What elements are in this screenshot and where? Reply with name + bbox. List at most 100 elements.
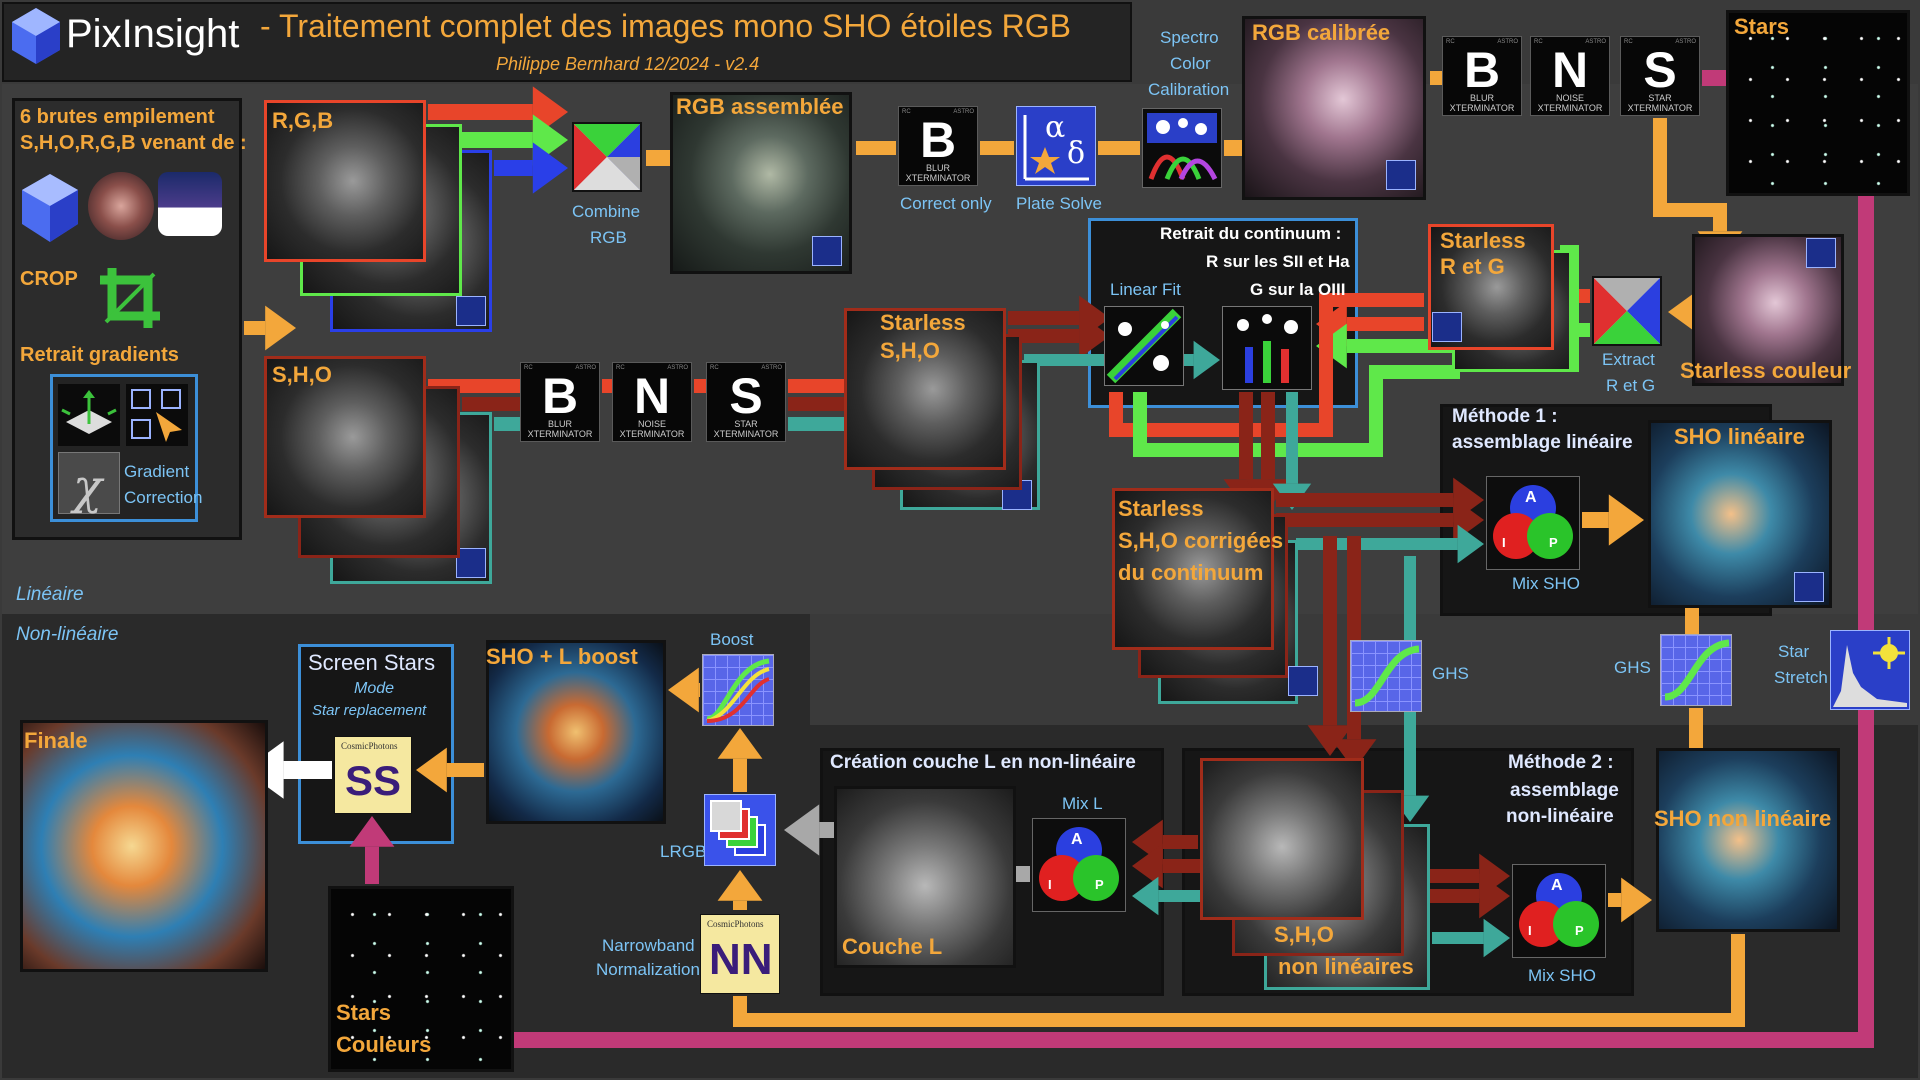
corrigees-label-3: du continuum bbox=[1118, 560, 1264, 585]
rgb-frame-front bbox=[264, 100, 426, 262]
continuum-title-3: G sur la OIII bbox=[1250, 280, 1346, 299]
boost-icon bbox=[702, 654, 774, 726]
histogram-icon bbox=[812, 236, 842, 266]
methode1-title-1: Méthode 1 : bbox=[1452, 406, 1558, 427]
sho-l-boost-label: SHO + L boost bbox=[486, 644, 638, 669]
flow-arrow bbox=[416, 747, 484, 793]
histogram-icon bbox=[1806, 238, 1836, 268]
finale-image bbox=[20, 720, 268, 972]
inputs-arrow bbox=[244, 305, 296, 351]
sho-frame-label: S,H,O bbox=[272, 362, 332, 387]
corrigees-label-1: Starless bbox=[1118, 496, 1204, 521]
screen-stars-replacement: Star replacement bbox=[312, 702, 427, 719]
sho-nl-label-1: S,H,O bbox=[1274, 922, 1334, 947]
astro-source-icon bbox=[88, 172, 154, 240]
flow-arrow bbox=[668, 667, 700, 713]
spectro-label-3: Calibration bbox=[1148, 80, 1230, 99]
finale-label: Finale bbox=[24, 728, 88, 753]
spectro-calibration-icon bbox=[1142, 108, 1222, 188]
histogram-icon bbox=[456, 296, 486, 326]
rgb-frame-label: R,G,B bbox=[272, 108, 334, 133]
screen-stars-mode: Mode bbox=[354, 680, 395, 697]
flow-line bbox=[733, 934, 1745, 1027]
gradient-correction-label-1: Gradient bbox=[124, 462, 190, 481]
svg-text:α: α bbox=[1045, 110, 1065, 145]
continuum-title-1: Retrait du continuum : bbox=[1160, 224, 1342, 243]
inputs-title-1: 6 brutes empilement bbox=[20, 106, 215, 128]
b-arrow bbox=[494, 142, 568, 194]
histogram-icon bbox=[1288, 666, 1318, 696]
combine-label-2: RGB bbox=[590, 228, 627, 247]
page-title: - Traitement complet des images mono SHO… bbox=[260, 8, 1071, 44]
stars-couleurs-label-2: Couleurs bbox=[336, 1032, 432, 1057]
flow-arrow bbox=[1432, 918, 1510, 958]
flow-line bbox=[1109, 293, 1424, 437]
svg-text:χ: χ bbox=[70, 459, 105, 515]
star-stretch-label-1: Star bbox=[1778, 642, 1810, 661]
mix-sho-1-label: Mix SHO bbox=[1512, 574, 1580, 593]
pixinsight-logo-icon bbox=[10, 6, 62, 66]
starless-sho-front bbox=[844, 308, 1006, 470]
svg-text:δ: δ bbox=[1067, 136, 1085, 171]
sho-non-lineaire-image bbox=[1656, 748, 1840, 932]
crop-label: CROP bbox=[20, 268, 78, 290]
sho-nl-label-2: non linéaires bbox=[1278, 954, 1414, 979]
correct-only-label: Correct only bbox=[900, 194, 992, 213]
dbe-icon bbox=[126, 384, 188, 446]
ghs-icon bbox=[1350, 640, 1422, 712]
stars-image bbox=[1726, 10, 1910, 196]
screen-stars-title: Screen Stars bbox=[308, 650, 436, 675]
methode2-title-3: non-linéaire bbox=[1506, 806, 1614, 827]
flow-arrow bbox=[1132, 819, 1198, 865]
starless-rg-label-2: R et G bbox=[1440, 254, 1505, 279]
crop-icon bbox=[96, 264, 164, 332]
flow-arrow bbox=[1296, 524, 1484, 564]
flow-arrow bbox=[717, 870, 763, 910]
mix-sho-2-label: Mix SHO bbox=[1528, 966, 1596, 985]
nn-label-1: Narrowband bbox=[602, 936, 695, 955]
non-lineaire-label: Non-linéaire bbox=[16, 624, 119, 645]
flow-arrow bbox=[784, 804, 840, 856]
nn-label-2: Normalization bbox=[596, 960, 700, 979]
pixinsight-source-icon bbox=[20, 172, 80, 244]
spectro-label-1: Spectro bbox=[1160, 28, 1219, 47]
methode2-title-1: Méthode 2 : bbox=[1508, 752, 1614, 773]
abe-icon bbox=[58, 384, 120, 446]
combine-label-1: Combine bbox=[572, 202, 641, 221]
stars-label: Stars bbox=[1734, 14, 1790, 39]
histogram-icon bbox=[1386, 160, 1416, 190]
stars-couleurs-label-1: Stars bbox=[336, 1000, 392, 1025]
continuum-subtraction-icon bbox=[1222, 306, 1312, 390]
ghs-label: GHS bbox=[1432, 664, 1469, 683]
rgb-assemblee-label: RGB assemblée bbox=[676, 94, 844, 119]
linear-fit-icon bbox=[1104, 306, 1184, 386]
star-stretch-label-2: Stretch bbox=[1774, 668, 1828, 687]
sho-frame-front bbox=[264, 356, 426, 518]
linear-fit-label: Linear Fit bbox=[1110, 280, 1181, 299]
starless-sho-label-1: Starless bbox=[880, 310, 966, 335]
star-stretch-icon bbox=[1830, 630, 1910, 710]
histogram-icon bbox=[456, 548, 486, 578]
sho-non-lineaire-label: SHO non linéaire bbox=[1654, 806, 1832, 831]
screen-stars-icon: CosmicPhotons SS bbox=[334, 736, 412, 814]
spectro-label-2: Color bbox=[1170, 54, 1211, 73]
rgb-calibree-label: RGB calibrée bbox=[1252, 20, 1391, 45]
flow-arrow bbox=[349, 816, 395, 884]
flow-arrow bbox=[717, 728, 763, 792]
sho-l-boost-image bbox=[486, 640, 666, 824]
couche-l-image bbox=[834, 786, 1016, 968]
sho-nl-front bbox=[1200, 758, 1364, 920]
starless-couleur-label: Starless couleur bbox=[1680, 358, 1852, 383]
histogram-icon bbox=[1432, 312, 1462, 342]
corrigees-front bbox=[1112, 488, 1274, 650]
flow-arrow bbox=[1307, 536, 1353, 756]
